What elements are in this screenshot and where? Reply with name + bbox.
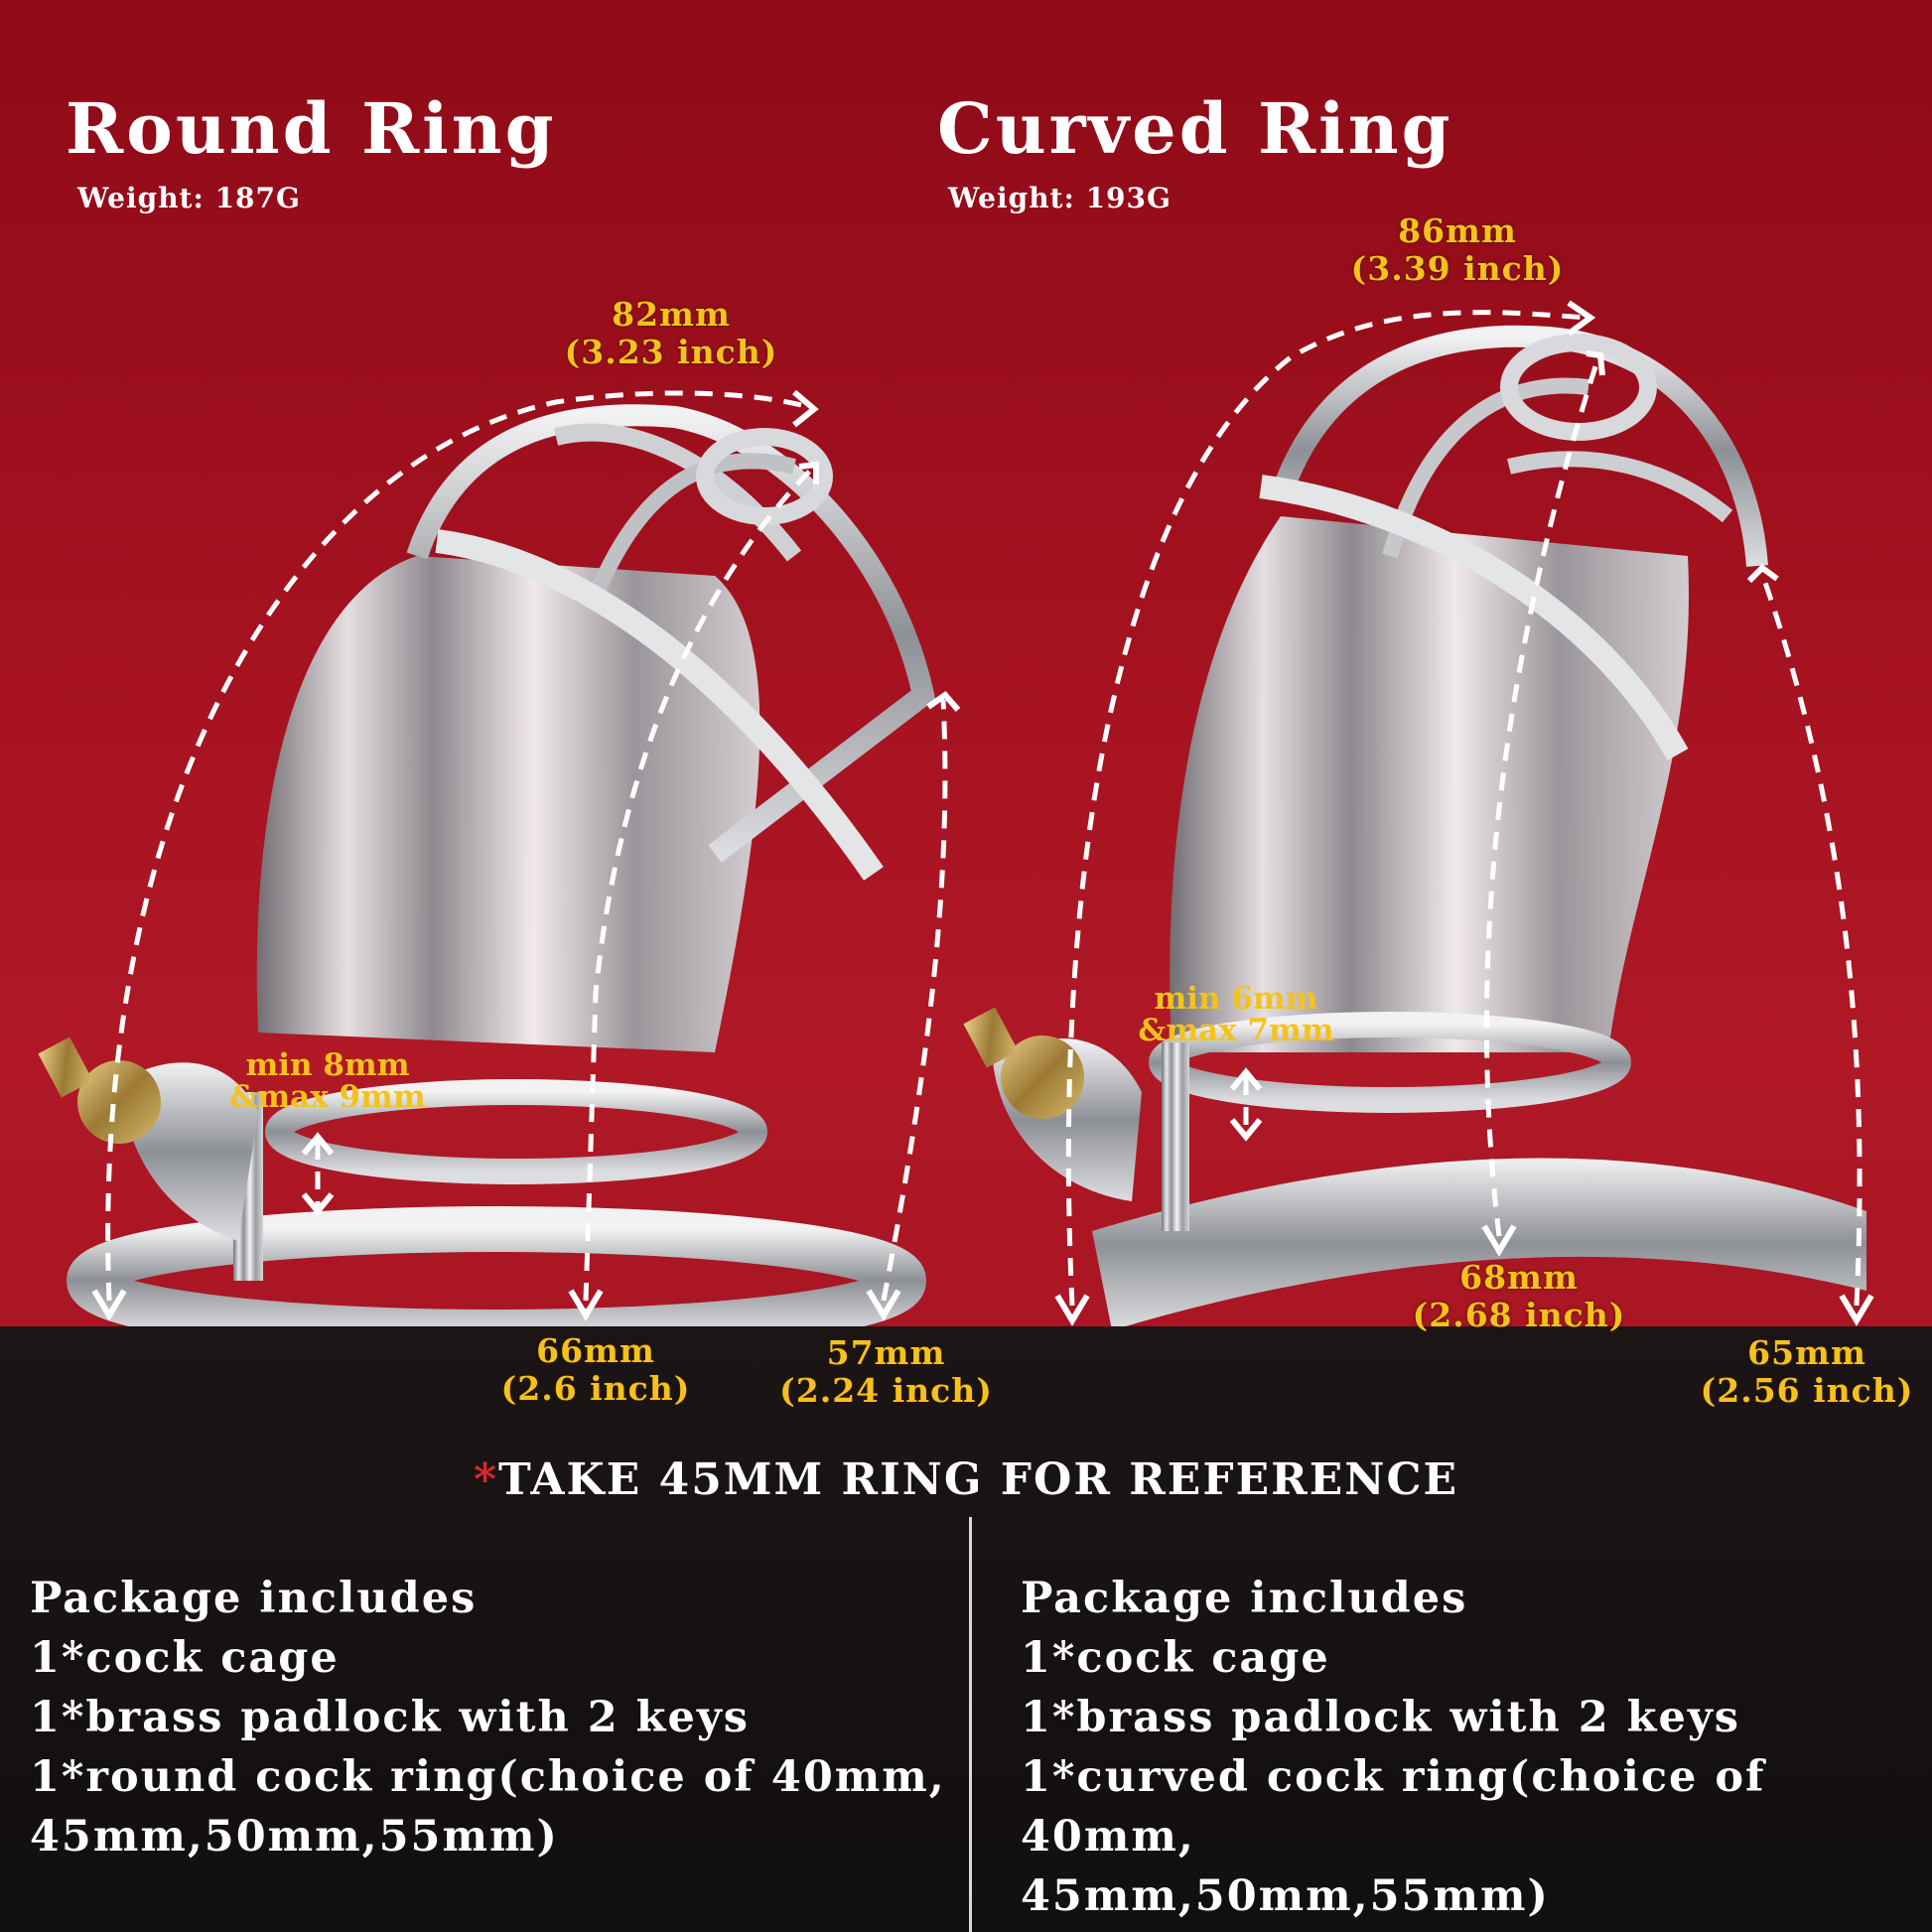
package-item: 1*round cock ring(choice of 40mm,: [30, 1752, 946, 1802]
package-heading: Package includes: [1021, 1574, 1468, 1623]
round-front-dimension: 66mm (2.6 inch): [500, 1331, 691, 1408]
round-back-dimension: 57mm (2.24 inch): [779, 1333, 993, 1410]
curved-ring-title: Curved Ring: [937, 87, 1453, 170]
round-ring-weight: Weight: 187G: [77, 182, 301, 214]
package-item: 1*brass padlock with 2 keys: [1021, 1693, 1741, 1742]
round-ring-title: Round Ring: [66, 87, 557, 170]
curved-back-dimension: 65mm (2.56 inch): [1700, 1333, 1914, 1410]
round-ring-gap-label: min 8mm &max 9mm: [229, 1047, 426, 1115]
package-item: 1*cock cage: [1021, 1633, 1330, 1683]
curved-ring-weight: Weight: 193G: [948, 182, 1172, 214]
curved-arc-dimension: 86mm (3.39 inch): [1350, 211, 1565, 288]
round-ring-cage-photo: [38, 404, 936, 1355]
package-item: 45mm,50mm,55mm): [30, 1812, 559, 1862]
package-item: 45mm,50mm,55mm): [1021, 1871, 1550, 1921]
package-item: 1*brass padlock with 2 keys: [30, 1693, 751, 1742]
curved-ring-cage-photo: [963, 325, 1866, 1330]
measurement-arrows: [105, 310, 1863, 1307]
column-divider: [969, 1517, 972, 1932]
bottom-panel: [0, 1326, 1932, 1932]
package-heading: Package includes: [30, 1574, 478, 1623]
curved-ring-gap-label: min 6mm &max 7mm: [1138, 981, 1334, 1048]
round-arc-dimension: 82mm (3.23 inch): [564, 295, 778, 371]
package-item: 1*curved cock ring(choice of 40mm,: [1021, 1752, 1766, 1862]
curved-front-dimension: 68mm (2.68 inch): [1412, 1258, 1626, 1334]
reference-note: *TAKE 45MM RING FOR REFERENCE: [473, 1454, 1459, 1505]
package-list-curved: Package includes 1*cock cage 1*brass pad…: [1021, 1569, 1932, 1926]
package-list-round: Package includes 1*cock cage 1*brass pad…: [30, 1569, 946, 1866]
arrowheads: [91, 300, 1874, 1326]
package-item: 1*cock cage: [30, 1633, 340, 1683]
